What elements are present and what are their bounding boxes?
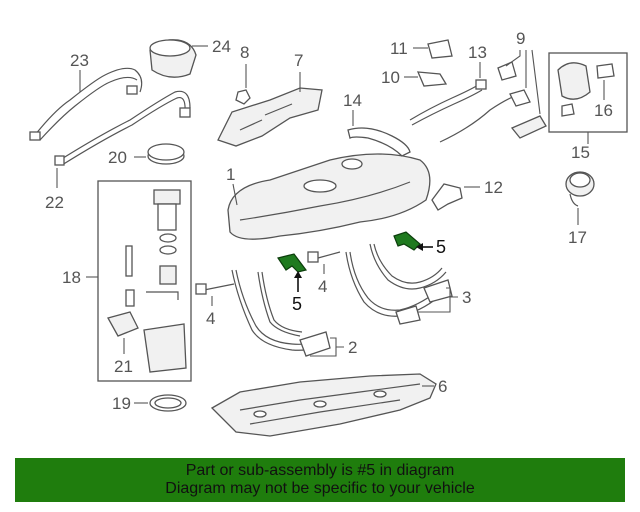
banner-line-2: Diagram may not be specific to your vehi… — [165, 480, 475, 497]
part-18-pump-bracket — [143, 323, 187, 373]
part-2-strap — [231, 269, 331, 357]
part-7-protector — [217, 87, 323, 147]
callout-4-left: 4 — [206, 309, 215, 328]
part-4-bolt-left — [195, 283, 235, 295]
callout-18: 18 — [62, 268, 81, 287]
banner-line-1: Part or sub-assembly is #5 in diagram — [185, 462, 455, 479]
part-1-fuel-tank — [227, 153, 431, 240]
callout-17: 17 — [568, 228, 587, 247]
part-10-clamp — [416, 71, 448, 87]
part-16-lock — [596, 63, 615, 79]
callout-2: 2 — [348, 338, 357, 357]
part-17-fuel-cap — [565, 171, 595, 207]
callout-12: 12 — [484, 178, 503, 197]
part-9-pipe-assy — [497, 61, 547, 139]
callout-16: 16 — [594, 101, 613, 120]
part-13-filler-pipe — [409, 79, 516, 143]
callout-7: 7 — [294, 51, 303, 70]
part-3-strap — [345, 243, 453, 325]
callout-9: 9 — [516, 29, 525, 48]
part-11-bracket — [427, 39, 453, 59]
callout-22: 22 — [45, 193, 64, 212]
callout-14: 14 — [343, 91, 362, 110]
callout-5-left: 5 — [292, 294, 302, 314]
part-23-fuel-line — [29, 67, 191, 166]
callout-15: 15 — [571, 143, 590, 162]
part-20-ring — [147, 143, 185, 165]
callout-13: 13 — [468, 43, 487, 62]
callout-1: 1 — [226, 165, 235, 184]
part-19-gasket — [149, 394, 187, 412]
callout-4-right: 4 — [318, 277, 327, 296]
part-21-sender — [107, 289, 139, 337]
part-12-bracket — [431, 183, 463, 211]
callout-20: 20 — [108, 148, 127, 167]
callout-23: 23 — [70, 51, 89, 70]
callout-5-right: 5 — [436, 237, 446, 257]
callout-6: 6 — [438, 377, 447, 396]
part-18-fuel-pump — [125, 189, 181, 300]
part-8-clip — [235, 89, 251, 105]
part-4-bolt-right — [307, 251, 341, 263]
fuel-system-diagram: 23 22 24 8 7 20 1 14 11 — [29, 29, 628, 437]
part-5-bracket-right[interactable] — [393, 231, 421, 251]
callout-19: 19 — [112, 394, 131, 413]
part-14-hose — [347, 127, 411, 157]
info-banner: Part or sub-assembly is #5 in diagram Di… — [15, 458, 625, 502]
callout-8: 8 — [240, 43, 249, 62]
part-5-bracket-left[interactable] — [277, 253, 308, 273]
callout-21: 21 — [114, 357, 133, 376]
callout-10: 10 — [381, 68, 400, 87]
part-24-cap — [149, 39, 197, 78]
callout-3: 3 — [462, 288, 471, 307]
part-15-filler-housing — [557, 62, 591, 117]
callout-11: 11 — [390, 39, 408, 58]
part-6-protector — [210, 373, 437, 437]
callout-24: 24 — [212, 37, 231, 56]
